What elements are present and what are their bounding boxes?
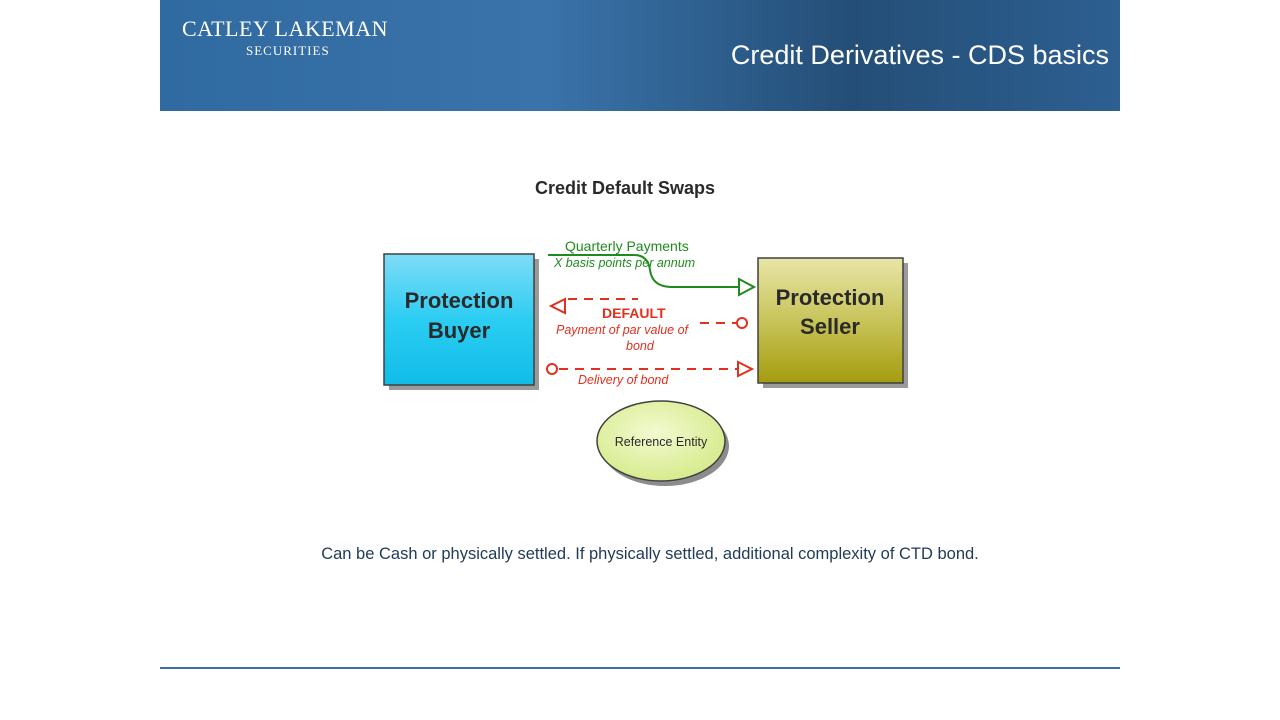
diagram-title: Credit Default Swaps (535, 178, 715, 198)
slide: CATLEY LAKEMAN SECURITIES Credit Derivat… (160, 0, 1120, 720)
par-value-label-line1: Payment of par value of (556, 323, 690, 337)
protection-seller-box: Protection Seller (757, 257, 908, 388)
delivery-of-bond-label: Delivery of bond (578, 373, 669, 387)
slide-title: Credit Derivatives - CDS basics (730, 40, 1109, 70)
company-logo-subtitle: SECURITIES (246, 43, 330, 58)
quarterly-payments-label: Quarterly Payments (565, 238, 689, 254)
company-logo: CATLEY LAKEMAN (182, 16, 388, 41)
header-bar: CATLEY LAKEMAN SECURITIES Credit Derivat… (160, 0, 1120, 111)
par-value-label-line2: bond (626, 339, 655, 353)
seller-label-line2: Seller (800, 314, 860, 339)
reference-entity-label: Reference Entity (615, 435, 708, 449)
quarterly-payment-arrow: Quarterly Payments X basis points per an… (548, 238, 757, 297)
cds-diagram: Credit Default Swaps Protection Buyer Pr… (383, 178, 908, 486)
buyer-label-line2: Buyer (428, 318, 491, 343)
seller-label-line1: Protection (776, 285, 885, 310)
footer-divider (160, 667, 1120, 669)
protection-buyer-box: Protection Buyer (383, 253, 539, 390)
default-origin-dot (736, 317, 748, 329)
reference-entity-node: Reference Entity (596, 400, 729, 486)
settlement-note: Can be Cash or physically settled. If ph… (321, 545, 979, 563)
default-label: DEFAULT (602, 305, 666, 321)
delivery-of-bond-arrow: Delivery of bond (546, 360, 755, 387)
buyer-label-line1: Protection (405, 288, 514, 313)
delivery-origin-dot (546, 363, 558, 375)
default-payment-arrow: DEFAULT Payment of par value of bond (548, 297, 748, 353)
basis-points-label: X basis points per annum (553, 256, 695, 270)
